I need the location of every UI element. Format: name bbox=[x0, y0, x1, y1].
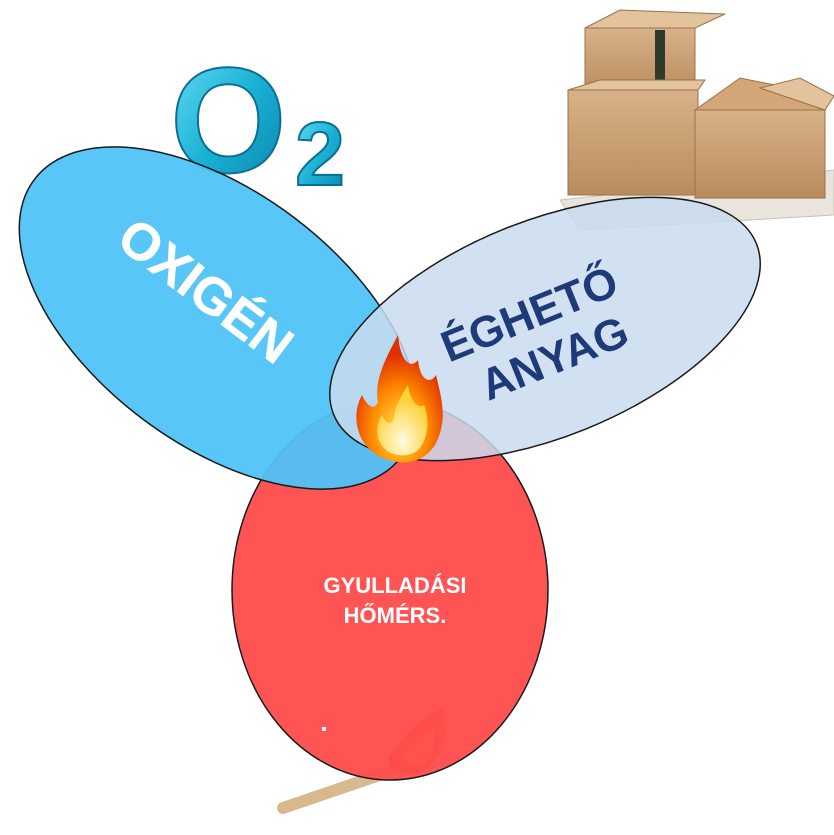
flame-icon bbox=[356, 335, 443, 463]
small-white-dash bbox=[322, 727, 326, 731]
cardboard-boxes-icon bbox=[559, 9, 834, 231]
o2-subscript: 2 bbox=[295, 105, 345, 205]
heat-label-line1: GYULLADÁSI bbox=[324, 573, 467, 598]
o2-icon: O 2 bbox=[169, 35, 346, 206]
heat-label-line2: HŐMÉRS. bbox=[344, 603, 447, 628]
